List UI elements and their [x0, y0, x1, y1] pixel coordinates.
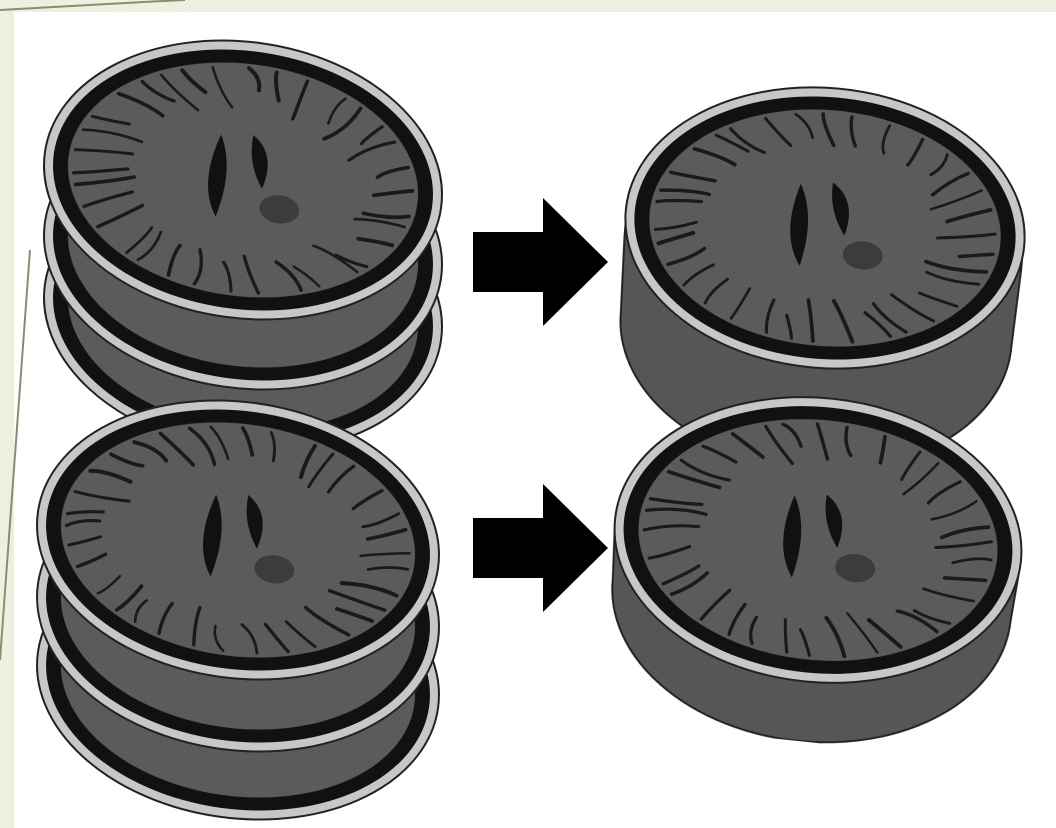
- slide-left-strip: [0, 0, 14, 828]
